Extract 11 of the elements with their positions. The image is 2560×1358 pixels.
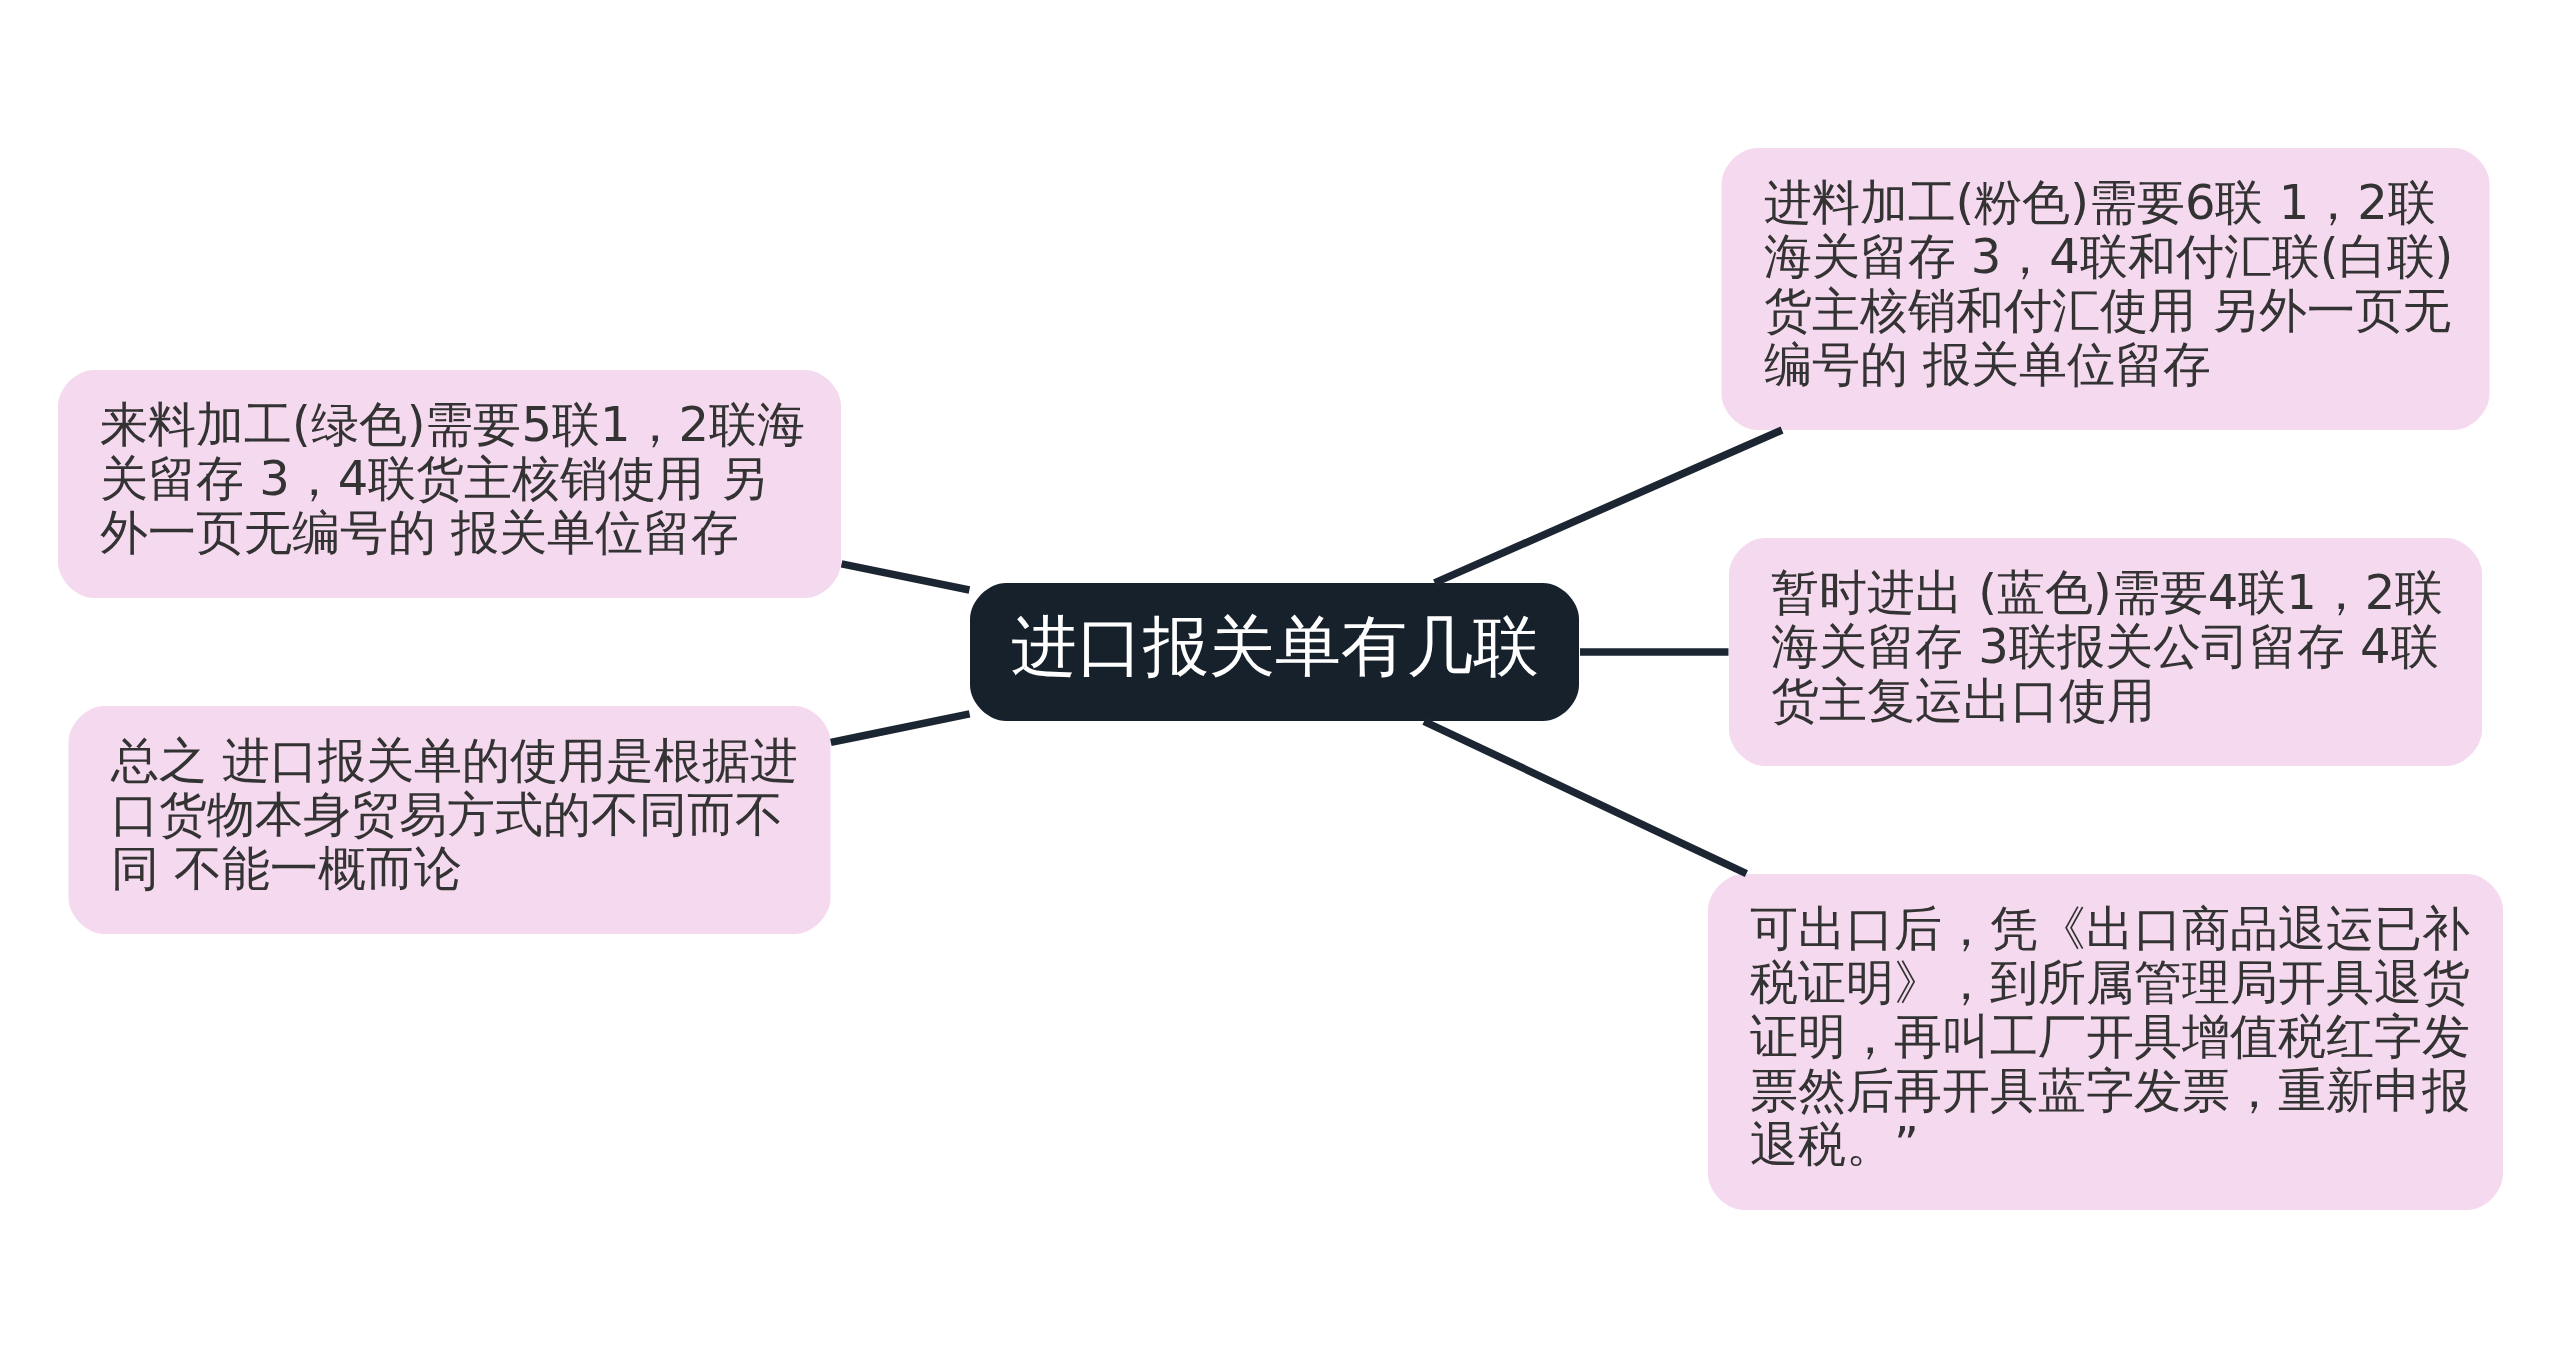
connector	[1421, 717, 1748, 878]
node-box: 可出口后，凭《出口商品退运已补税证明》，到所属管理局开具退货证明，再叫工厂开具增值税红字发票然后再开具蓝字发票，重新申报退税。”	[1707, 874, 2503, 1210]
connector	[1579, 648, 1728, 656]
connector	[1432, 426, 1783, 587]
node-box: 进口报关单有几联	[969, 583, 1579, 721]
node-box: 总之 进口报关单的使用是根据进口货物本身贸易方式的不同而不同 不能一概而论	[68, 706, 830, 934]
connector	[840, 560, 970, 594]
node-box: 暂时进出 (蓝色)需要4联1，2联海关留存 3联报关公司留存 4联货主复运出口使用	[1728, 538, 2482, 766]
node-box: 来料加工(绿色)需要5联1，2联海关留存 3，4联货主核销使用 另外一页无编号的 报关单位留存	[57, 370, 841, 598]
connector	[829, 710, 970, 747]
node-box: 进料加工(粉色)需要6联 1，2联海关留存 3，4联和付汇联(白联)货主核销和付汇使用 另外一页无编号的 报关单位留存	[1721, 148, 2489, 430]
